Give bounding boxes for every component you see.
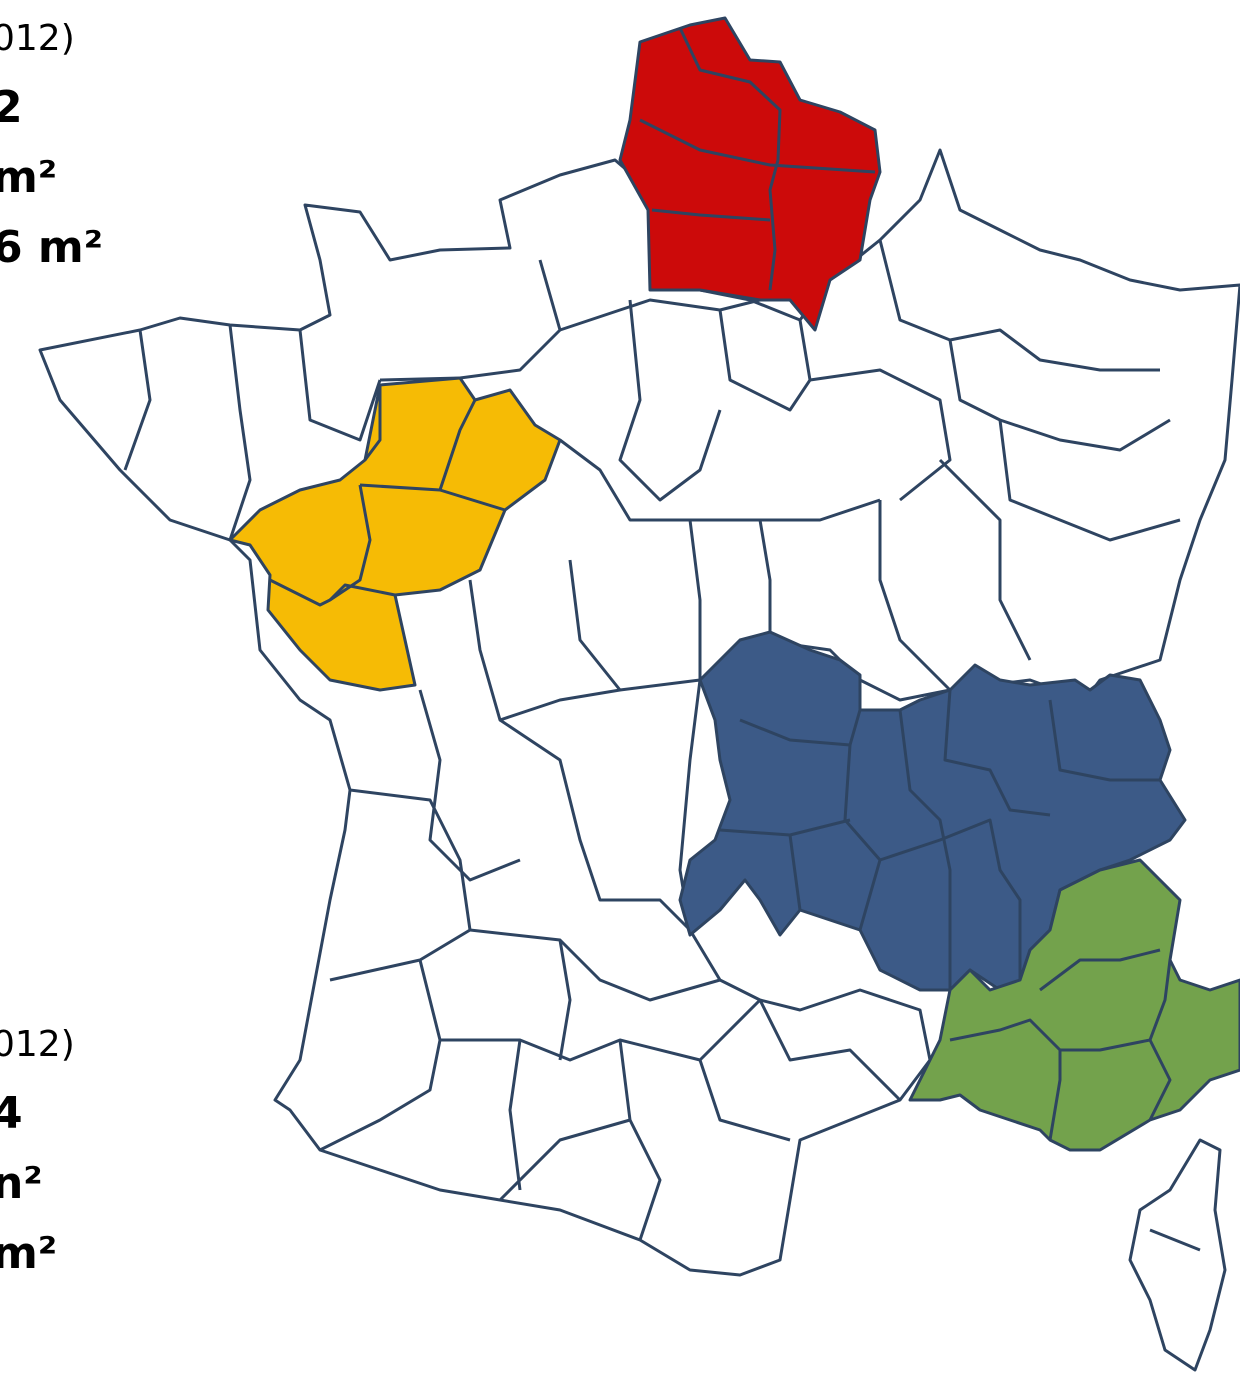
white-departments xyxy=(38,148,1240,1372)
bottom-panel-value-2: n² xyxy=(0,1158,43,1209)
region-auvergne-rhone-alpes xyxy=(678,630,1187,992)
corsica xyxy=(1128,1138,1227,1372)
bottom-panel-year: 012) xyxy=(0,1024,75,1065)
region-pays-de-la-loire xyxy=(228,376,562,692)
top-panel-year: 012) xyxy=(0,18,75,59)
bottom-panel-value-3: m² xyxy=(0,1228,58,1279)
bottom-panel-value-1: 4 xyxy=(0,1088,23,1139)
top-panel-value-2: m² xyxy=(0,152,58,203)
region-hauts-de-france xyxy=(618,16,882,332)
region-paca xyxy=(908,858,1240,1152)
top-panel-value-3: 6 m² xyxy=(0,222,104,273)
department-borders xyxy=(123,239,1201,1252)
top-panel-value-1: 2 xyxy=(0,82,23,133)
